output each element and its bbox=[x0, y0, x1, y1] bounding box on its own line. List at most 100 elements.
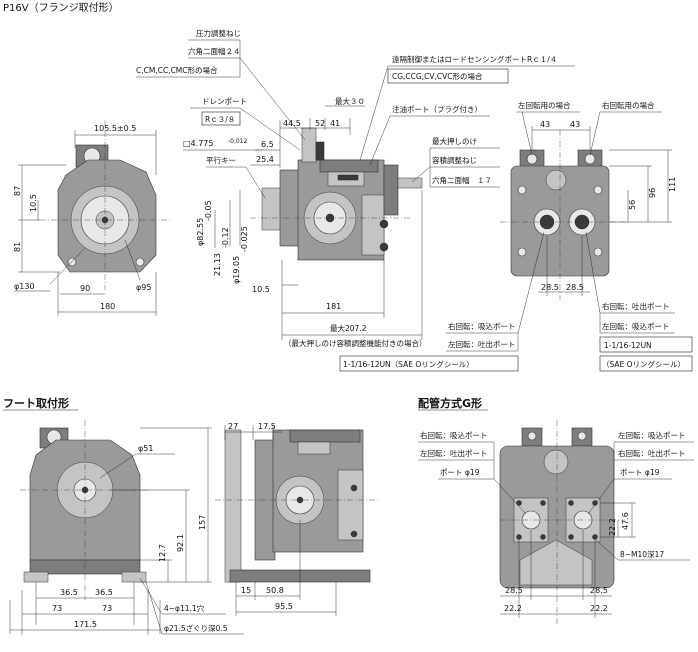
svg-text:□4.775: □4.775 bbox=[183, 139, 213, 148]
svg-text:Rｃ３/８: Rｃ３/８ bbox=[205, 115, 235, 124]
svg-text:96: 96 bbox=[648, 188, 657, 198]
svg-text:43: 43 bbox=[570, 120, 580, 129]
svg-text:180: 180 bbox=[100, 302, 115, 311]
svg-text:左回転：吸込ポート: 左回転：吸込ポート bbox=[618, 430, 686, 440]
svg-text:28.5: 28.5 bbox=[590, 586, 608, 595]
piping-g-view bbox=[499, 420, 625, 625]
svg-text:36.5: 36.5 bbox=[60, 588, 78, 597]
side-view-callouts: 圧力調整ねじ 六角二面幅２４ C,CM,CC,CMC形の場合 遠隔制御またはロー… bbox=[136, 28, 575, 199]
svg-text:52: 52 bbox=[315, 119, 325, 128]
svg-text:10.5: 10.5 bbox=[29, 194, 38, 212]
svg-text:181: 181 bbox=[326, 302, 341, 311]
svg-text:56: 56 bbox=[628, 200, 637, 210]
svg-text:8−M10深17: 8−M10深17 bbox=[620, 550, 664, 559]
svg-text:右回転用の場合: 右回転用の場合 bbox=[602, 100, 655, 110]
svg-text:右回転：吸込ポート: 右回転：吸込ポート bbox=[420, 430, 488, 440]
svg-text:157: 157 bbox=[198, 515, 207, 530]
svg-text:171.5: 171.5 bbox=[74, 620, 97, 629]
svg-text:右回転：吸込ポート: 右回転：吸込ポート bbox=[448, 321, 516, 331]
svg-text:-0.025: -0.025 bbox=[240, 226, 249, 252]
section-title-foot: フート取付形 bbox=[3, 396, 69, 410]
svg-text:4−φ11.1穴: 4−φ11.1穴 bbox=[164, 603, 205, 613]
svg-text:最大３０: 最大３０ bbox=[335, 96, 365, 106]
foot-bracket bbox=[224, 429, 242, 583]
foot-front-view bbox=[20, 420, 150, 600]
svg-text:平行キー: 平行キー bbox=[206, 155, 236, 165]
svg-text:95.5: 95.5 bbox=[275, 602, 293, 611]
svg-text:10.5: 10.5 bbox=[252, 285, 270, 294]
svg-text:注油ポート（プラグ付き）: 注油ポート（プラグ付き） bbox=[392, 104, 482, 114]
svg-text:左回転：吸込ポート: 左回転：吸込ポート bbox=[602, 321, 670, 331]
svg-text:28.5: 28.5 bbox=[541, 283, 559, 292]
svg-text:六角二面幅 １７: 六角二面幅 １７ bbox=[432, 175, 492, 185]
svg-text:右回転：吐出ポート: 右回転：吐出ポート bbox=[618, 448, 686, 458]
svg-text:22.2: 22.2 bbox=[504, 604, 522, 613]
svg-text:CG,CCG,CV,CVC形の場合: CG,CCG,CV,CVC形の場合 bbox=[392, 71, 483, 81]
svg-text:92.1: 92.1 bbox=[176, 534, 185, 552]
svg-text:-0.12: -0.12 bbox=[221, 227, 230, 248]
svg-text:81: 81 bbox=[13, 242, 22, 252]
svg-text:最大押しのけ: 最大押しのけ bbox=[432, 136, 477, 146]
svg-text:17.5: 17.5 bbox=[258, 422, 276, 431]
svg-text:右回転：吐出ポート: 右回転：吐出ポート bbox=[602, 301, 670, 311]
pressure-adj-screw bbox=[301, 127, 317, 163]
svg-text:22.2: 22.2 bbox=[608, 518, 617, 536]
svg-text:21.13: 21.13 bbox=[213, 253, 222, 276]
svg-text:105.5±0.5: 105.5±0.5 bbox=[94, 124, 136, 133]
page-title: P16V（フランジ取付形） bbox=[3, 1, 119, 14]
svg-text:43: 43 bbox=[540, 120, 550, 129]
foot-side-dimensions: 27 17.5 15 50.8 95.5 bbox=[224, 422, 337, 616]
svg-text:φ19.05: φ19.05 bbox=[232, 256, 241, 284]
rear-view bbox=[500, 130, 625, 300]
piping-g-callouts: 右回転：吸込ポート 左回転：吐出ポート ポート φ19 左回転：吸込ポート 右回… bbox=[418, 430, 694, 618]
svg-text:φ82.55: φ82.55 bbox=[196, 218, 205, 246]
svg-text:90: 90 bbox=[80, 284, 90, 293]
svg-text:-0.05: -0.05 bbox=[204, 200, 213, 221]
svg-text:50.8: 50.8 bbox=[266, 586, 284, 595]
svg-text:ポート φ19: ポート φ19 bbox=[440, 468, 480, 477]
svg-text:1-1/16-12UN（SAE Oリングシール）: 1-1/16-12UN（SAE Oリングシール） bbox=[343, 359, 474, 369]
max-stop-screw bbox=[397, 177, 423, 189]
svg-text:15: 15 bbox=[241, 586, 251, 595]
svg-text:φ95: φ95 bbox=[136, 283, 151, 292]
svg-text:φ21.5ざぐり深0.5: φ21.5ざぐり深0.5 bbox=[164, 623, 228, 633]
side-view-flange bbox=[250, 127, 423, 261]
foot-side-view bbox=[215, 429, 380, 583]
svg-text:最大207.2: 最大207.2 bbox=[330, 323, 367, 333]
section-title-piping-g: 配管方式G形 bbox=[418, 396, 482, 410]
svg-text:12.7: 12.7 bbox=[158, 544, 167, 562]
svg-text:-0.012: -0.012 bbox=[228, 138, 248, 145]
svg-text:87: 87 bbox=[13, 186, 22, 196]
foot-front-dimensions: φ51 157 92.1 12.7 36.5 36.5 73 73 171.5 … bbox=[9, 427, 244, 635]
svg-text:36.5: 36.5 bbox=[95, 588, 113, 597]
svg-text:28.5: 28.5 bbox=[566, 283, 584, 292]
mount-flange bbox=[279, 169, 301, 247]
svg-text:6.5: 6.5 bbox=[261, 140, 274, 149]
svg-text:ポート φ19: ポート φ19 bbox=[620, 468, 660, 477]
svg-text:1-1/16-12UN: 1-1/16-12UN bbox=[604, 341, 652, 350]
side-view-dimensions: 最大３０ 44.5 52 41 6.5 25.4 10.5 φ82.55 -0.… bbox=[196, 96, 427, 348]
svg-text:遠隔制御またはロードセンシングポートRｃ１/４: 遠隔制御またはロードセンシングポートRｃ１/４ bbox=[392, 54, 557, 64]
svg-text:73: 73 bbox=[52, 604, 62, 613]
svg-text:左回転用の場合: 左回転用の場合 bbox=[518, 100, 571, 110]
svg-text:28.5: 28.5 bbox=[505, 586, 523, 595]
front-view-flange bbox=[40, 120, 170, 290]
svg-text:27: 27 bbox=[228, 422, 238, 431]
svg-text:111: 111 bbox=[668, 177, 677, 192]
svg-text:φ51: φ51 bbox=[138, 444, 153, 453]
svg-text:41: 41 bbox=[330, 119, 340, 128]
svg-text:（SAE Oリングシール）: （SAE Oリングシール） bbox=[602, 359, 685, 369]
svg-text:73: 73 bbox=[102, 604, 112, 613]
svg-text:容積調整ねじ: 容積調整ねじ bbox=[432, 155, 477, 165]
rear-view-dimensions: 左回転用の場合 右回転用の場合 43 43 111 96 56 28.5 28.… bbox=[339, 100, 693, 372]
svg-text:左回転：吐出ポート: 左回転：吐出ポート bbox=[420, 448, 488, 458]
svg-text:圧力調整ねじ: 圧力調整ねじ bbox=[196, 28, 241, 38]
front-view-dimensions: 105.5±0.5 87 81 10.5 φ130 φ95 90 180 bbox=[13, 124, 157, 316]
svg-text:C,CM,CC,CMC形の場合: C,CM,CC,CMC形の場合 bbox=[136, 65, 218, 75]
svg-text:φ130: φ130 bbox=[14, 282, 35, 291]
svg-text:47.6: 47.6 bbox=[621, 512, 630, 530]
shaft bbox=[261, 187, 283, 231]
svg-text:六角二面幅２４: 六角二面幅２４ bbox=[188, 46, 241, 56]
svg-text:25.4: 25.4 bbox=[256, 155, 274, 164]
